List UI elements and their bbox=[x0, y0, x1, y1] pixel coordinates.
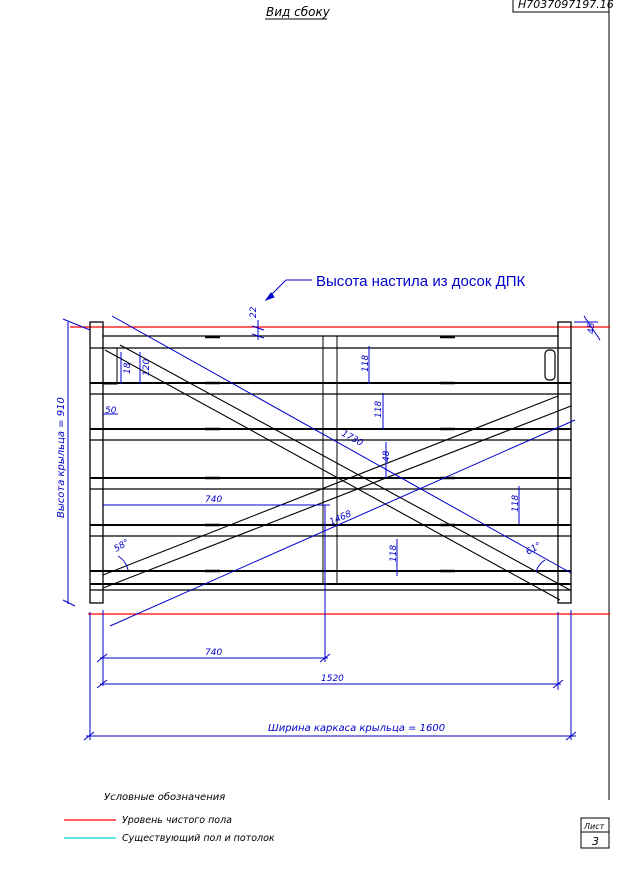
dim-22-label: 22 bbox=[249, 306, 259, 318]
width-label: Ширина каркаса крыльца = 1600 bbox=[268, 723, 445, 734]
dim-118-c-label: 118 bbox=[511, 495, 521, 512]
tick bbox=[96, 679, 108, 689]
dim-118-d-label: 118 bbox=[389, 545, 399, 562]
sheet-number: 3 bbox=[592, 835, 599, 848]
left-block bbox=[102, 347, 118, 385]
dim-1730-line bbox=[111, 315, 572, 574]
tick bbox=[96, 653, 108, 663]
height-label: Высота крыльца = 910 bbox=[56, 397, 67, 518]
right-post bbox=[557, 321, 572, 604]
tick bbox=[319, 653, 331, 663]
dim-1468-line bbox=[109, 419, 576, 627]
right-slot bbox=[544, 349, 556, 381]
deck-height-note: Высота настила из досок ДПК bbox=[316, 273, 526, 290]
dim-740-inner-label: 740 bbox=[205, 495, 222, 505]
tick bbox=[552, 679, 564, 689]
dim-48-label: 48 bbox=[382, 450, 392, 462]
sheet-number-block: Лист 3 bbox=[580, 817, 610, 849]
view-title: Вид сбоку bbox=[266, 5, 331, 19]
dim-118-b-label: 118 bbox=[374, 401, 384, 418]
sheet-label: Лист bbox=[583, 822, 605, 831]
legend-title: Условные обозначения bbox=[104, 791, 225, 803]
brace-right-edge-a bbox=[102, 395, 559, 576]
legend: Условные обозначения Уровень чистого пол… bbox=[64, 791, 275, 844]
dim-22-tick bbox=[251, 325, 265, 331]
dim-120-label: 120 bbox=[142, 359, 152, 376]
tick bbox=[83, 731, 95, 741]
dim-45-line bbox=[583, 315, 601, 341]
angle-left-arc bbox=[117, 555, 129, 571]
porch-frame bbox=[89, 321, 572, 604]
deck-note-arrow bbox=[264, 292, 275, 302]
height-dim-tick-bottom bbox=[62, 599, 76, 607]
legend-label-existing-floor: Существующий пол и потолок bbox=[122, 833, 275, 844]
sheet-frame bbox=[580, 817, 610, 849]
brace-left-edge-a bbox=[104, 349, 561, 601]
dim-740-bottom-label: 740 bbox=[205, 648, 222, 658]
dim-1520-label: 1520 bbox=[321, 674, 344, 684]
doc-code: Н7037097197.16 bbox=[518, 0, 614, 11]
dim-50-label: 50 bbox=[105, 406, 117, 416]
tick bbox=[565, 731, 577, 741]
height-dim-tick-top bbox=[62, 318, 91, 331]
dimension-lines bbox=[62, 279, 601, 741]
dim-118-a-label: 118 bbox=[361, 355, 371, 372]
legend-label-floor-level: Уровень чистого пола bbox=[122, 815, 232, 826]
left-post bbox=[89, 321, 104, 604]
angle-right-label: 61° bbox=[525, 541, 544, 558]
dim-45-label: 45 bbox=[587, 322, 597, 334]
angle-left-label: 58° bbox=[113, 538, 132, 555]
angle-right-arc bbox=[535, 559, 546, 573]
brace-left-edge-b bbox=[119, 344, 571, 591]
dim-18-label: 18 bbox=[123, 362, 133, 374]
brace-right-edge-b bbox=[102, 405, 572, 589]
dim-22-tick bbox=[251, 333, 265, 339]
